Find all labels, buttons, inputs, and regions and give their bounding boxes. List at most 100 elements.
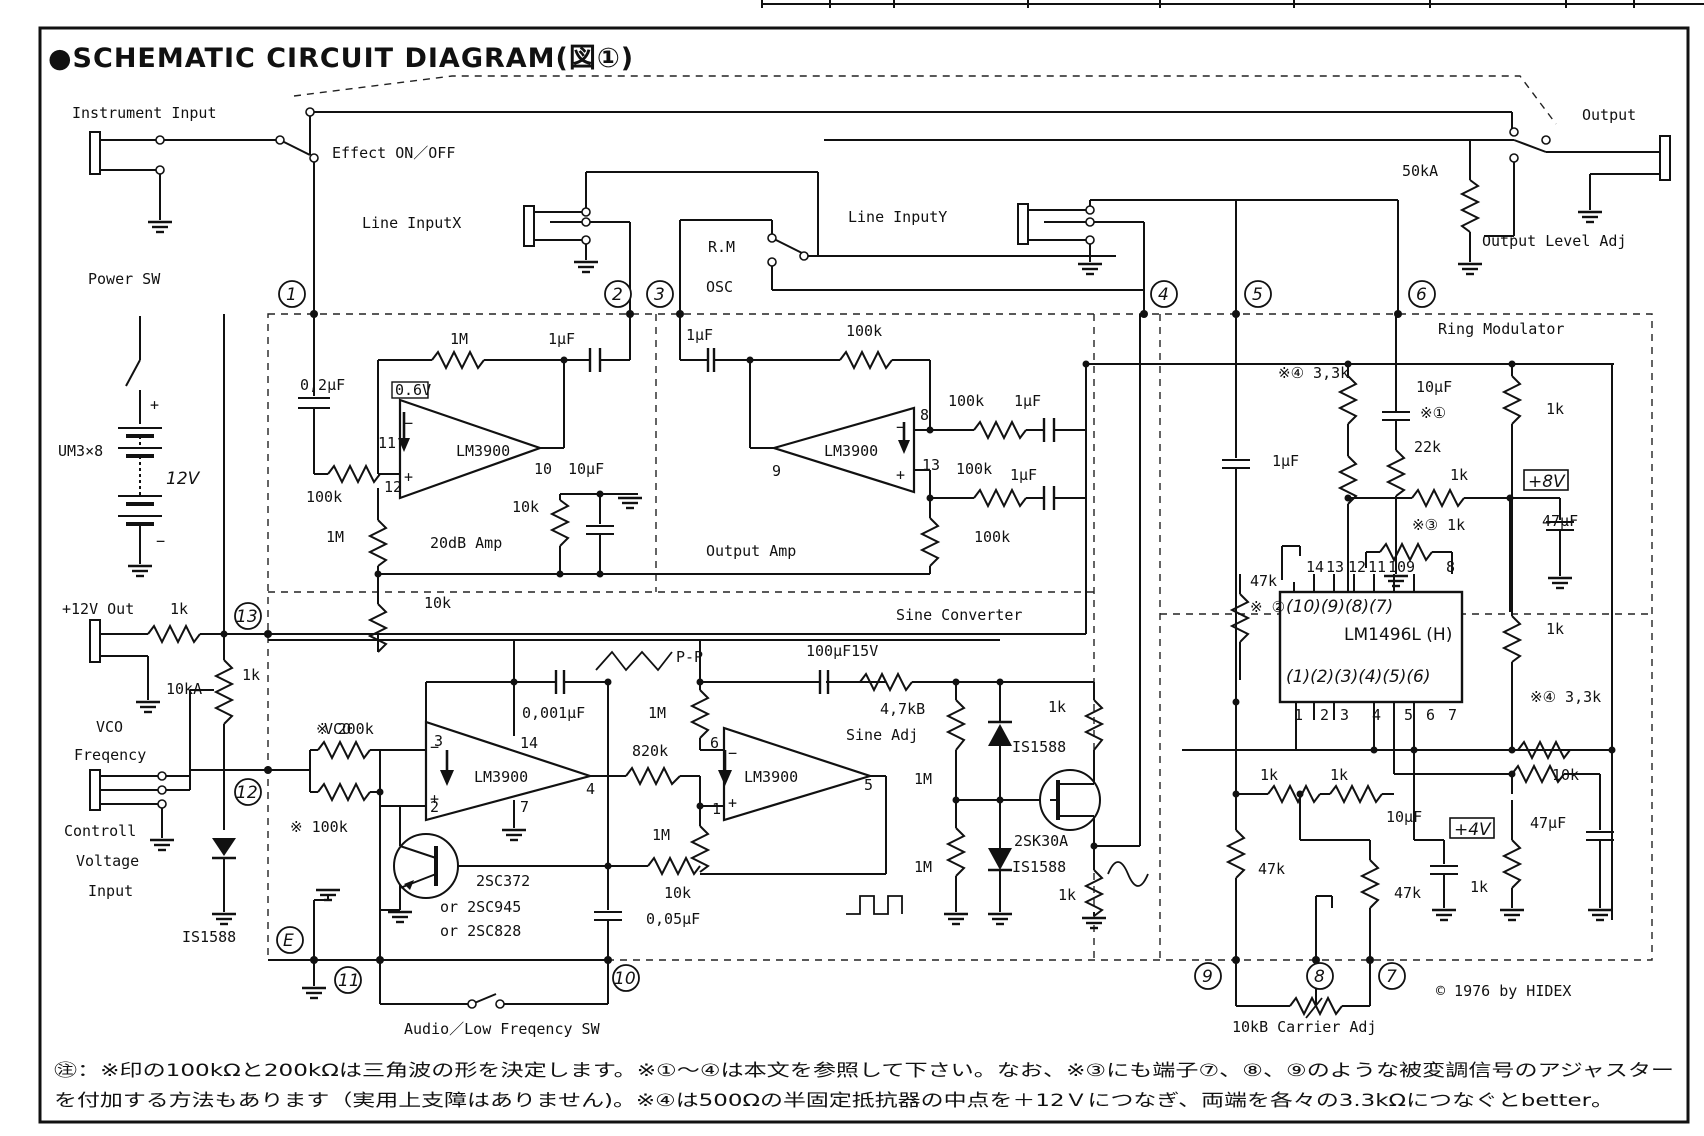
output-pot-label: 50kA (1402, 162, 1438, 180)
power-section (118, 316, 162, 564)
power-sw-label: Power SW (88, 270, 161, 288)
terminal-3: 3 (646, 280, 674, 308)
r-1k-d: 1k (1546, 620, 1564, 638)
r-33k-a: ※④ 3,3k (1278, 364, 1349, 382)
r-1k-vco: 1k (242, 666, 260, 684)
vco-freq-label-1: VCO (96, 718, 123, 736)
c-100u: 100μF15V (806, 642, 878, 660)
line-input-y (1017, 199, 1399, 314)
svg-text:11: 11 (338, 971, 360, 991)
c-1u-b: 1μF (686, 326, 713, 344)
r-100k-b: 100k (846, 322, 882, 340)
svg-text:LM3900: LM3900 (456, 442, 510, 460)
r-100k-a: 100k (306, 488, 342, 506)
svg-text:−: − (156, 532, 165, 550)
r-100k-d: 100k (956, 460, 992, 478)
svg-text:14: 14 (1306, 558, 1324, 576)
u4-pin1: 1 (712, 800, 721, 818)
svg-text:+: + (896, 466, 905, 484)
svg-text:LM3900: LM3900 (474, 768, 528, 786)
terminal-6: 6 (1408, 280, 1436, 308)
u2-pin13: 13 (922, 456, 940, 474)
fet-label: 2SK30A (1014, 832, 1068, 850)
opamp-u1: −+ LM3900 (398, 398, 544, 500)
transistor-q1 (393, 833, 459, 899)
diode-d2 (988, 848, 1012, 872)
c-1u-a-sym (588, 348, 602, 372)
u3-pin4: 4 (586, 780, 595, 798)
svg-text:12: 12 (1348, 558, 1366, 576)
svg-text:LM1496L (H): LM1496L (H) (1344, 625, 1452, 645)
note2: ※ ② (1250, 598, 1285, 616)
line-input-x-label: Line InputX (362, 214, 461, 232)
r-100k-c: 100k (948, 392, 984, 410)
c-47u-b: 47μF (1530, 814, 1566, 832)
c-1u-b-sym (706, 348, 716, 372)
cv-input-label-1: Controll (64, 822, 136, 840)
svg-text:+: + (728, 794, 737, 812)
triangle-wave-icon (595, 650, 673, 672)
plus4v-label: +4V (1454, 820, 1492, 840)
q1-label-3: or 2SC828 (440, 922, 521, 940)
sine-conv-label: Sine Converter (896, 606, 1022, 624)
output-level-label: Output Level Adj (1482, 232, 1627, 250)
r-1k-c: 1k (1546, 400, 1564, 418)
svg-text:6: 6 (1426, 706, 1435, 724)
opamp-u3: −+ LM3900 (424, 720, 594, 822)
pp-label: P-P (676, 648, 703, 666)
top-strip (761, 0, 1704, 8)
cv-input-label-2: Voltage (76, 852, 139, 870)
vco-freq-label-2: Freqency (74, 746, 146, 764)
r-1m-sine2: 1M (914, 858, 932, 876)
r-200k: ※ 200k (316, 720, 374, 738)
plus12v-out (89, 314, 268, 700)
svg-text:3: 3 (654, 285, 665, 305)
svg-text:10: 10 (614, 969, 636, 989)
svg-text:E: E (283, 931, 294, 951)
svg-text:−: − (404, 414, 413, 432)
c-1u-a: 1μF (548, 330, 575, 348)
svg-text:9: 9 (1406, 558, 1415, 576)
osc-label: OSC (706, 278, 733, 296)
c-02u: 0,2μF (300, 376, 345, 394)
output-section (824, 135, 1671, 262)
terminal-4: 4 (1150, 280, 1178, 308)
svg-text:11: 11 (1368, 558, 1386, 576)
svg-text:(10)(9)(8)(7): (10)(9)(8)(7) (1286, 597, 1393, 617)
r-47k-b: 47k (1258, 860, 1285, 878)
svg-text:13: 13 (1326, 558, 1344, 576)
note1: ※① (1420, 404, 1446, 422)
q1-label-2: or 2SC945 (440, 898, 521, 916)
audio-sw-label: Audio／Low Freqency SW (404, 1020, 601, 1038)
r-1m-vco: 1M (648, 704, 666, 722)
output-amp-wiring (224, 314, 1148, 635)
r-1k-fet-top: 1k (1048, 698, 1066, 716)
rm-osc-switch (679, 172, 1144, 314)
r-1k-f: 1k (1330, 766, 1348, 784)
c-0001: 0,001μF (522, 704, 585, 722)
c-10u-c: 10μF (1386, 808, 1422, 826)
carrier-adj-label: 10kB Carrier Adj (1232, 1018, 1377, 1036)
svg-text:−: − (896, 418, 905, 436)
c-1u-d: 1μF (1010, 466, 1037, 484)
instrument-input-label: Instrument Input (72, 104, 217, 122)
terminal-10: 10 (612, 964, 640, 992)
svg-text:7: 7 (1386, 967, 1397, 987)
is1588-left-label: IS1588 (182, 928, 236, 946)
terminal-e: E (276, 926, 304, 954)
c-0001-sym (554, 670, 566, 694)
outer-frame (38, 26, 1690, 1124)
out-amp-label: Output Amp (706, 542, 796, 560)
amp20-label: 20dB Amp (430, 534, 502, 552)
battery-label: UM3×8 (58, 442, 103, 460)
c-47u-a: 47μF (1542, 512, 1578, 530)
c-1u-d-sym (1042, 486, 1056, 510)
c-005: 0,05μF (646, 910, 700, 928)
line-input-y-label: Line InputY (848, 208, 947, 226)
terminal-5: 5 (1244, 280, 1272, 308)
lm1496-ic: (10)(9)(8)(7) LM1496L (H) (1)(2)(3)(4)(5… (1278, 590, 1464, 704)
svg-text:13: 13 (236, 607, 258, 627)
u4-pin5: 5 (864, 776, 873, 794)
terminal-8: 8 (1306, 962, 1334, 990)
u2-pin8: 8 (920, 406, 929, 424)
